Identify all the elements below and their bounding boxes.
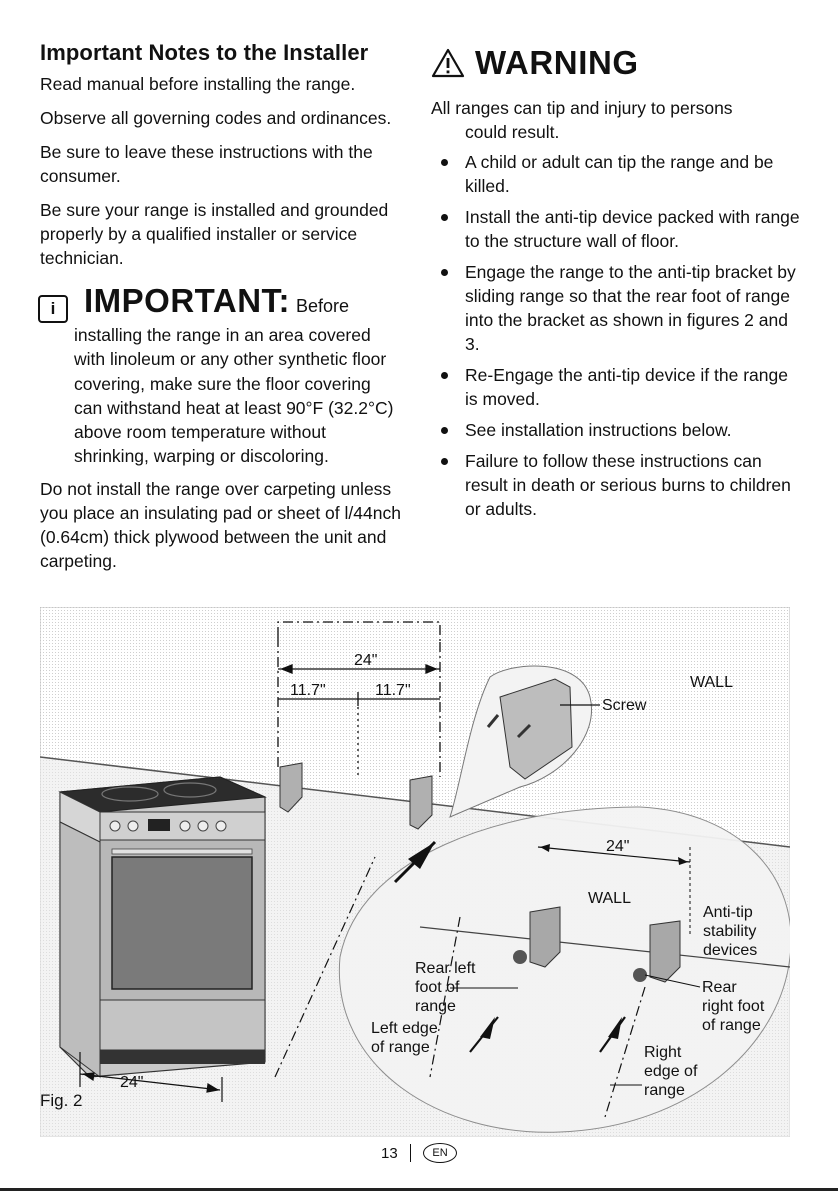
page-number: 13	[380, 1144, 398, 1162]
bullet-text: See installation instructions below.	[465, 420, 732, 440]
warning-intro: All ranges can tip and injury to persons…	[431, 96, 801, 144]
anti-tip-label-3: devices	[703, 942, 757, 959]
bracket-detail	[338, 806, 792, 1133]
bottom-rule	[0, 1188, 838, 1191]
anti-tip-label-1: Anti-tip	[703, 904, 753, 921]
right-edge-label-1: Right	[644, 1044, 682, 1061]
installation-diagram: 24" 11.7" 11.7" WALL Screw	[39, 606, 792, 1138]
bullet-dot	[441, 269, 448, 276]
installer-note-4: Be sure your range is installed and grou…	[40, 200, 389, 268]
left-edge-label-1: Left edge	[371, 1020, 438, 1037]
list-item: Engage the range to the anti-tip bracket…	[431, 260, 801, 356]
dim-half-right: 11.7"	[375, 682, 411, 699]
bottom-dimension	[79, 1052, 223, 1102]
installation-figure: 24" 11.7" 11.7" WALL Screw	[39, 606, 792, 1138]
page-footer: 13 EN	[0, 1143, 838, 1163]
rear-right-label-1: Rear	[702, 979, 737, 996]
bullet-text: A child or adult can tip the range and b…	[465, 152, 774, 196]
warning-bullet-list: A child or adult can tip the range and b…	[431, 150, 801, 521]
language-badge: EN	[423, 1143, 458, 1163]
bullet-dot	[441, 159, 448, 166]
screw-label: Screw	[602, 697, 647, 714]
left-edge-label-2: of range	[371, 1039, 430, 1056]
installer-notes-section: Important Notes to the Installer Read ma…	[38, 40, 402, 583]
bullet-dot	[441, 458, 448, 465]
rear-right-label-2: right foot	[702, 998, 765, 1015]
bullet-text: Engage the range to the anti-tip bracket…	[465, 262, 796, 354]
info-icon: i	[38, 295, 68, 323]
screw-detail	[449, 665, 600, 818]
warning-intro-line1: All ranges can tip and injury to persons	[431, 98, 733, 118]
anti-tip-label-2: stability	[703, 923, 756, 940]
bullet-dot	[441, 214, 448, 221]
top-dimensions	[277, 621, 441, 777]
bullet-text: Install the anti-tip device packed with …	[465, 207, 800, 251]
list-item: A child or adult can tip the range and b…	[431, 150, 801, 198]
carpet-note: Do not install the range over carpeting …	[40, 478, 401, 571]
rear-left-label-3: range	[415, 998, 456, 1015]
right-edge-label-2: edge of	[644, 1063, 698, 1080]
range-stove	[58, 776, 267, 1078]
figure-label: Fig. 2	[40, 1091, 83, 1110]
wall-label-top: WALL	[690, 674, 733, 691]
anti-tip-bracket-left	[279, 762, 303, 813]
installer-note-3: Be sure to leave these instructions with…	[40, 142, 373, 186]
footer-separator	[409, 1144, 411, 1162]
dim-detail: 24"	[606, 838, 629, 855]
important-heading: i IMPORTANT: Before	[38, 282, 402, 323]
warning-triangle-icon	[431, 48, 465, 78]
dim-half-left: 11.7"	[290, 682, 326, 699]
bullet-dot	[441, 372, 448, 379]
rear-left-label-2: foot of	[415, 979, 460, 996]
list-item: Install the anti-tip device packed with …	[431, 205, 801, 253]
warning-section: WARNING All ranges can tip and injury to…	[431, 44, 801, 528]
important-lead: Before	[296, 296, 350, 316]
warning-intro-line2: could result.	[465, 122, 560, 142]
bullet-dot	[441, 427, 448, 434]
installer-note-2: Observe all governing codes and ordinanc…	[40, 108, 392, 128]
warning-heading: WARNING	[431, 44, 801, 82]
dim-total-top: 24"	[354, 652, 377, 669]
rear-right-leader	[644, 974, 701, 988]
anti-tip-bracket-right	[409, 775, 433, 830]
list-item: See installation instructions below.	[431, 418, 801, 442]
wall-label-detail: WALL	[588, 890, 631, 907]
bullet-text: Failure to follow these instructions can…	[465, 451, 791, 519]
dim-bottom: 24"	[120, 1074, 143, 1091]
rear-left-label-1: Rear left	[415, 960, 476, 977]
right-edge-label-3: range	[644, 1082, 685, 1099]
important-word: IMPORTANT:	[84, 282, 291, 319]
range-guide-line	[274, 856, 376, 1078]
installer-heading: Important Notes to the Installer	[40, 40, 369, 65]
installer-note-1: Read manual before installing the range.	[40, 74, 356, 94]
important-body: installing the range in an area covered …	[74, 325, 394, 467]
list-item: Failure to follow these instructions can…	[431, 449, 801, 521]
list-item: Re-Engage the anti-tip device if the ran…	[431, 363, 801, 411]
warning-word: WARNING	[475, 44, 639, 81]
bullet-text: Re-Engage the anti-tip device if the ran…	[465, 365, 788, 409]
rear-right-label-3: of range	[702, 1017, 761, 1034]
